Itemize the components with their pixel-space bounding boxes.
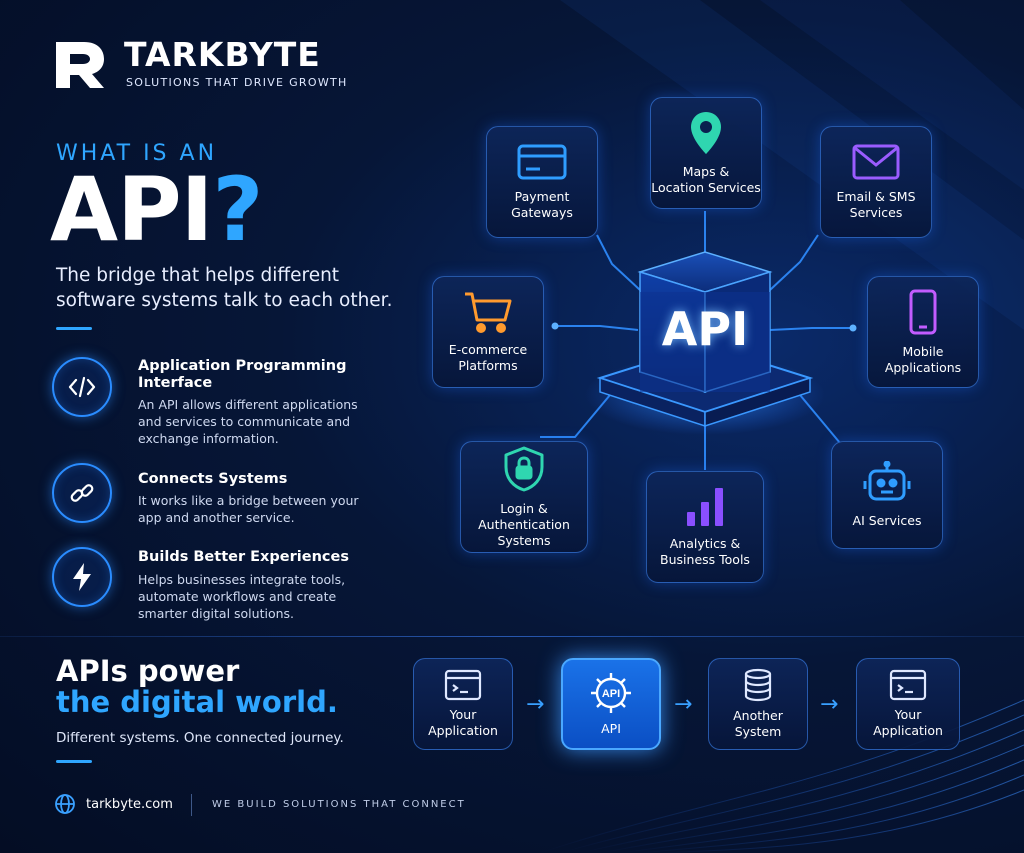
api-gear-text: API — [602, 688, 620, 700]
service-card-payment-gateways: Payment Gateways — [486, 126, 598, 238]
service-label: E-commerce Platforms — [448, 342, 528, 373]
robot-icon — [863, 461, 911, 501]
feature-title: Builds Better Experiences — [138, 549, 349, 565]
flow-step-api: API API — [561, 658, 661, 750]
code-icon — [52, 357, 112, 417]
service-label: AI Services — [852, 513, 922, 528]
feature-description: An API allows different applications and… — [138, 397, 358, 446]
shield-lock-icon — [504, 446, 544, 492]
feature-description: It works like a bridge between your app … — [138, 493, 359, 525]
database-icon — [744, 668, 772, 702]
hero-subtitle: The bridge that helps different software… — [56, 265, 393, 311]
service-card-email-sms: Email & SMS Services — [820, 126, 932, 238]
browser-window-icon — [444, 669, 482, 701]
headline-api: API — [50, 158, 213, 261]
service-label: Login & Authentication Systems — [478, 501, 570, 548]
connector-dots — [551, 322, 857, 332]
flow-step-your-application: Your Application — [413, 658, 513, 750]
hero-headline: API? — [50, 158, 263, 261]
bottom-tagline: Different systems. One connected journey… — [56, 730, 344, 746]
service-card-login-auth: Login & Authentication Systems — [460, 441, 588, 553]
smartphone-icon — [909, 289, 937, 335]
wave-lines — [539, 699, 1024, 853]
link-icon — [52, 463, 112, 523]
headline-question-mark: ? — [212, 158, 263, 261]
accent-rule — [56, 760, 92, 763]
service-label: Mobile Applications — [884, 344, 962, 375]
flow-label: Another System — [733, 708, 783, 739]
footer-separator — [191, 794, 192, 816]
feature-description: Helps businesses integrate tools, automa… — [138, 572, 346, 621]
brand-name: TARKBYTE — [124, 35, 321, 74]
credit-card-icon — [517, 144, 567, 180]
accent-rule — [56, 327, 92, 330]
flow-step-your-application: Your Application — [856, 658, 960, 750]
arrow-right-icon: → — [820, 692, 839, 717]
envelope-icon — [852, 144, 900, 180]
feature-title: Application Programming Interface — [138, 358, 347, 391]
flow-label: Your Application — [873, 707, 943, 738]
flow-label: Your Application — [428, 707, 498, 738]
bar-chart-icon — [687, 488, 723, 526]
api-gear-icon: API — [591, 673, 631, 713]
hero-eyebrow: WHAT IS AN — [56, 141, 218, 166]
api-cube — [585, 251, 825, 435]
arrow-right-icon: → — [526, 692, 545, 717]
service-card-ai: AI Services — [831, 441, 943, 549]
service-label: Analytics & Business Tools — [660, 536, 750, 567]
globe-icon — [55, 794, 75, 814]
footer-slogan: WE BUILD SOLUTIONS THAT CONNECT — [212, 799, 466, 810]
tarkbyte-logo-icon — [56, 42, 104, 88]
service-card-analytics: Analytics & Business Tools — [646, 471, 764, 583]
flow-label: API — [601, 721, 621, 736]
section-divider — [0, 636, 1024, 637]
arrow-right-icon: → — [674, 692, 693, 717]
service-card-maps: Maps & Location Services — [650, 97, 762, 209]
api-center-label: API — [661, 302, 749, 356]
service-label: Maps & Location Services — [651, 164, 761, 195]
brand-tagline: SOLUTIONS THAT DRIVE GROWTH — [126, 76, 348, 89]
lightning-icon — [52, 547, 112, 607]
bottom-headline-line1: APIs power — [56, 654, 240, 688]
feature-title: Connects Systems — [138, 471, 288, 487]
website-link[interactable]: tarkbyte.com — [86, 797, 173, 812]
flow-step-another-system: Another System — [708, 658, 808, 750]
bottom-headline-line2: the digital world. — [56, 685, 338, 719]
service-label: Email & SMS Services — [836, 189, 916, 220]
browser-window-icon — [889, 669, 927, 701]
service-label: Payment Gateways — [511, 189, 573, 220]
service-card-mobile: Mobile Applications — [867, 276, 979, 388]
map-pin-icon — [691, 112, 721, 154]
cart-icon — [465, 292, 512, 333]
service-card-ecommerce: E-commerce Platforms — [432, 276, 544, 388]
